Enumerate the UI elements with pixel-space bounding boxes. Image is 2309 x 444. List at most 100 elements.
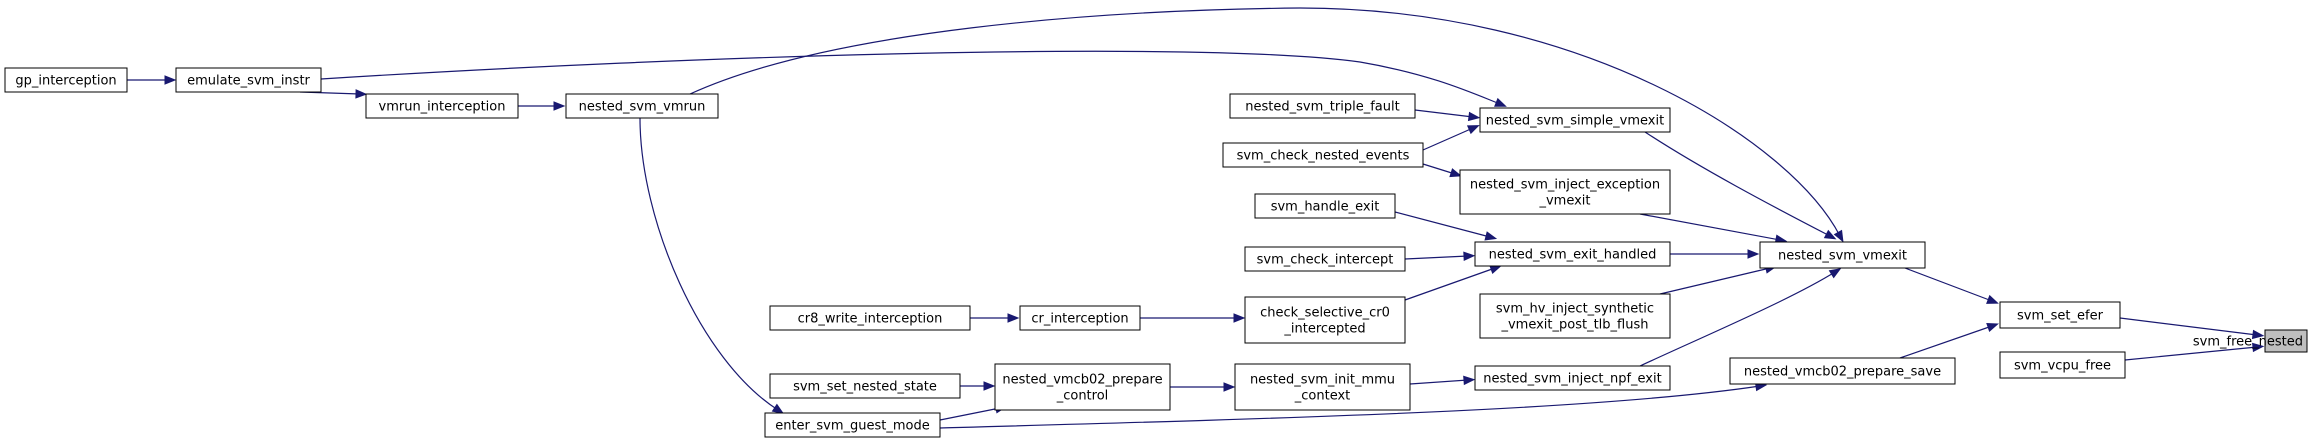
edge-nested_svm_init_mmu_context-to-nested_svm_inject_npf_exit: [1409, 375, 1476, 386]
node-nested-vmcb02-prepare-save[interactable]: nested_vmcb02_prepare_save: [1729, 357, 1956, 385]
node-box[interactable]: [764, 412, 941, 438]
node-nested-svm-simple-vmexit[interactable]: nested_svm_simple_vmexit: [1479, 107, 1671, 133]
arrowhead: [1463, 375, 1476, 386]
node-check-selective-cr0-intercepted[interactable]: check_selective_cr0_intercepted: [1244, 296, 1406, 344]
node-label: _intercepted: [1283, 322, 1365, 337]
node-box[interactable]: [1479, 107, 1671, 133]
edge-emulate_svm_instr-to-nested_svm_simple_vmexit: [320, 50, 1507, 107]
node-nested-svm-triple-fault[interactable]: nested_svm_triple_fault: [1229, 93, 1416, 119]
node-box[interactable]: [1474, 365, 1671, 391]
node-box[interactable]: [4, 67, 128, 93]
arrowhead: [1484, 231, 1498, 241]
node-label: nested_svm_inject_npf_exit: [1483, 372, 1661, 387]
node-svm-set-nested-state[interactable]: svm_set_nested_state: [769, 373, 961, 399]
node-label: cr8_write_interception: [798, 312, 943, 327]
node-label: check_selective_cr0: [1260, 306, 1390, 321]
node-box[interactable]: [1254, 193, 1396, 219]
node-box[interactable]: [1244, 296, 1406, 344]
node-label: gp_interception: [15, 74, 116, 89]
arrowhead: [164, 75, 177, 85]
node-label: nested_svm_simple_vmexit: [1486, 114, 1664, 129]
node-label: nested_svm_vmexit: [1778, 249, 1907, 264]
arrowhead: [355, 89, 368, 99]
edge-nested_svm_triple_fault-to-nested_svm_simple_vmexit: [1414, 109, 1481, 122]
node-svm-hv-inject-synthetic[interactable]: svm_hv_inject_synthetic_vmexit_post_tlb_…: [1479, 293, 1671, 339]
node-label: svm_vcpu_free: [2014, 359, 2111, 374]
node-nested-vmcb02-prepare-control[interactable]: nested_vmcb02_prepare_control: [994, 363, 1171, 411]
node-box[interactable]: [1019, 305, 1141, 331]
node-label: svm_set_nested_state: [793, 380, 937, 395]
node-label: vmrun_interception: [379, 100, 506, 115]
node-box[interactable]: [1759, 241, 1926, 269]
arrowhead: [1007, 313, 1020, 323]
arrowhead: [2252, 342, 2265, 353]
node-nested-svm-vmrun[interactable]: nested_svm_vmrun: [565, 93, 719, 119]
node-box[interactable]: [1479, 293, 1671, 339]
node-nested-svm-inject-exception-vmexit[interactable]: nested_svm_inject_exception_vmexit: [1459, 169, 1671, 215]
node-box[interactable]: [1244, 246, 1406, 272]
node-box[interactable]: [769, 373, 961, 399]
arrowhead: [771, 403, 785, 415]
node-svm-handle-exit[interactable]: svm_handle_exit: [1254, 193, 1396, 219]
node-label: svm_set_efer: [2017, 309, 2104, 324]
node-box[interactable]: [1999, 301, 2121, 329]
node-box[interactable]: [565, 93, 719, 119]
node-box[interactable]: [1474, 241, 1671, 267]
arrowhead: [1494, 97, 1507, 107]
arrowhead: [1986, 294, 1999, 304]
node-label: nested_svm_exit_handled: [1489, 248, 1657, 263]
node-nested-svm-exit-handled[interactable]: nested_svm_exit_handled: [1474, 241, 1671, 267]
node-nested-svm-init-mmu-context[interactable]: nested_svm_init_mmu_context: [1234, 363, 1411, 411]
edge-nested_svm_simple_vmexit-to-nested_svm_vmexit: [1644, 131, 1837, 240]
edge-nested_svm_vmrun-to-enter_svm_guest_mode: [639, 117, 785, 415]
arrowhead: [1223, 382, 1236, 392]
edge-svm_check_nested_events-to-nested_svm_simple_vmexit: [1422, 125, 1480, 151]
node-box[interactable]: [175, 67, 322, 93]
edge-svm_check_intercept-to-nested_svm_exit_handled: [1404, 251, 1476, 261]
node-enter-svm-guest-mode[interactable]: enter_svm_guest_mode: [764, 412, 941, 438]
node-svm-free-nested[interactable]: svm_free_nested: [2193, 329, 2308, 353]
edge-nested_svm_exit_handled-to-nested_svm_vmexit: [1670, 249, 1760, 259]
node-label: nested_vmcb02_prepare_save: [1744, 365, 1941, 380]
node-box[interactable]: [1729, 357, 1956, 385]
node-box[interactable]: [1229, 93, 1416, 119]
node-cr8-write-interception[interactable]: cr8_write_interception: [769, 305, 971, 331]
arrowhead: [1233, 313, 1246, 323]
node-label: nested_vmcb02_prepare: [1002, 373, 1162, 388]
node-box[interactable]: [1234, 363, 1411, 411]
edge-svm_check_nested_events-to-nested_svm_inject_exception_vmexit: [1422, 163, 1462, 178]
node-label: _control: [1056, 389, 1109, 404]
node-label: nested_svm_init_mmu: [1250, 373, 1395, 388]
node-label: svm_check_intercept: [1257, 253, 1394, 268]
node-svm-check-nested-events[interactable]: svm_check_nested_events: [1222, 142, 1424, 168]
node-nested-svm-inject-npf-exit[interactable]: nested_svm_inject_npf_exit: [1474, 365, 1671, 391]
edge-nested_vmcb02_prepare_control-to-nested_svm_init_mmu_context: [1170, 382, 1236, 392]
node-vmrun-interception[interactable]: vmrun_interception: [365, 93, 519, 119]
arrowhead: [1828, 268, 1842, 279]
node-box[interactable]: [1222, 142, 1424, 168]
node-svm-vcpu-free[interactable]: svm_vcpu_free: [1999, 351, 2126, 379]
node-label: svm_handle_exit: [1271, 200, 1380, 215]
node-box[interactable]: [1459, 169, 1671, 215]
node-box[interactable]: [994, 363, 1171, 411]
arrowhead: [553, 101, 566, 111]
node-box[interactable]: [365, 93, 519, 119]
node-label: _context: [1294, 389, 1351, 404]
arrowhead: [1466, 125, 1480, 135]
node-emulate-svm-instr[interactable]: emulate_svm_instr: [175, 67, 322, 93]
node-box[interactable]: [1999, 351, 2126, 379]
node-gp-interception[interactable]: gp_interception: [4, 67, 128, 93]
node-nested-svm-vmexit[interactable]: nested_svm_vmexit: [1759, 241, 1926, 269]
node-svm-check-intercept[interactable]: svm_check_intercept: [1244, 246, 1406, 272]
node-label: svm_check_nested_events: [1237, 149, 1410, 164]
node-box[interactable]: [769, 305, 971, 331]
edge-nested_svm_vmrun-to-nested_svm_vmexit: [689, 7, 1844, 243]
node-cr-interception[interactable]: cr_interception: [1019, 305, 1141, 331]
arrowhead: [983, 381, 996, 391]
arrowhead: [2251, 329, 2265, 340]
call-graph-nodes: svm_free_nested svm_set_efer svm_vcpu_free…: [4, 67, 2308, 438]
node-box[interactable]: [2264, 329, 2308, 353]
node-svm-set-efer[interactable]: svm_set_efer: [1999, 301, 2121, 329]
arrowhead: [1747, 249, 1760, 259]
